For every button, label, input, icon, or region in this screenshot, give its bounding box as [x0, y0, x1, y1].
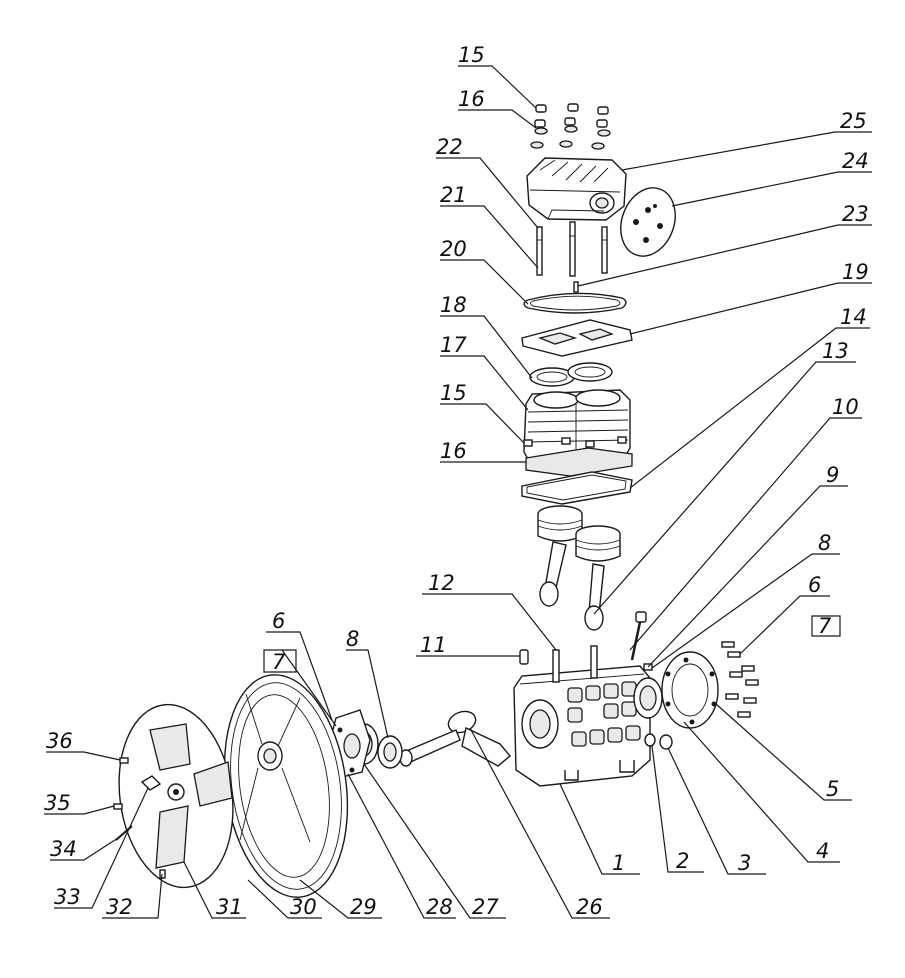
- callout-19: 19: [842, 260, 869, 284]
- callout-23: 23: [842, 202, 869, 226]
- callout-30: 30: [290, 895, 317, 919]
- crankcase-1: [513, 665, 651, 787]
- dowel-11: [519, 649, 529, 665]
- callout-8: 8: [818, 531, 831, 555]
- callout-33: 33: [54, 885, 81, 909]
- cover-plate-24: [620, 187, 676, 257]
- callout-6: 6: [808, 573, 821, 597]
- callout-31: 31: [216, 895, 243, 919]
- callout-27: 27: [472, 895, 499, 919]
- callout-29: 29: [350, 895, 377, 919]
- callout-18: 18: [440, 293, 467, 317]
- bolts-6-7-right: [721, 641, 759, 718]
- crankshaft-26: [399, 710, 511, 767]
- gasket-5-cover: [661, 651, 719, 729]
- dipstick-9: [630, 611, 647, 661]
- callout-15: 15: [440, 381, 467, 405]
- callout-32: 32: [106, 895, 133, 919]
- callout-25: 25: [840, 109, 867, 133]
- callout-34: 34: [50, 837, 77, 861]
- cylinder-block-17: [523, 389, 631, 467]
- callout-4: 4: [816, 839, 829, 863]
- callout-7: 7: [272, 650, 286, 674]
- callout-7: 7: [818, 614, 832, 638]
- callout-8: 8: [346, 627, 359, 651]
- callout-17: 17: [440, 333, 467, 357]
- callout-9: 9: [826, 463, 839, 487]
- valve-plate-19: [521, 319, 633, 357]
- leader-lines: [44, 65, 872, 919]
- callout-21: 21: [440, 183, 467, 207]
- seal-ring-8-left: [377, 735, 403, 769]
- studs-21: [536, 221, 608, 277]
- callout-14: 14: [840, 305, 867, 329]
- callout-24: 24: [842, 149, 869, 173]
- callout-6: 6: [272, 609, 285, 633]
- callout-15: 15: [458, 43, 485, 67]
- callout-1: 1: [612, 851, 625, 875]
- base-gasket-14: [521, 471, 633, 505]
- gasket-20: [523, 292, 627, 314]
- reed-gasket-18: [529, 362, 613, 387]
- callout-20: 20: [440, 237, 467, 261]
- callout-5: 5: [826, 777, 839, 801]
- callout-22: 22: [436, 135, 463, 159]
- fan-31: [118, 703, 234, 889]
- callout-labels: 15 16 22 21 20 18 17 15 16 25 24 23 19 1…: [44, 43, 869, 919]
- piston-rod-13: [537, 505, 621, 631]
- callout-10: 10: [832, 395, 859, 419]
- base-nuts-15-16: [523, 436, 633, 477]
- callout-28: 28: [426, 895, 453, 919]
- cylinder-head-25: [526, 157, 627, 221]
- callout-26: 26: [576, 895, 603, 919]
- callout-11: 11: [420, 633, 447, 657]
- pin-23: [573, 281, 579, 293]
- callout-13: 13: [822, 339, 849, 363]
- callout-36: 36: [46, 729, 73, 753]
- head-nuts-15-16: [530, 103, 611, 150]
- plug-2-3: [644, 733, 673, 750]
- bearing-4: [633, 677, 663, 719]
- callout-16: 16: [458, 87, 485, 111]
- callout-12: 12: [428, 571, 455, 595]
- callout-35: 35: [44, 791, 71, 815]
- callout-2: 2: [676, 849, 689, 873]
- callout-16: 16: [440, 439, 467, 463]
- flywheel-29-30: [223, 674, 349, 898]
- callout-3: 3: [738, 851, 751, 875]
